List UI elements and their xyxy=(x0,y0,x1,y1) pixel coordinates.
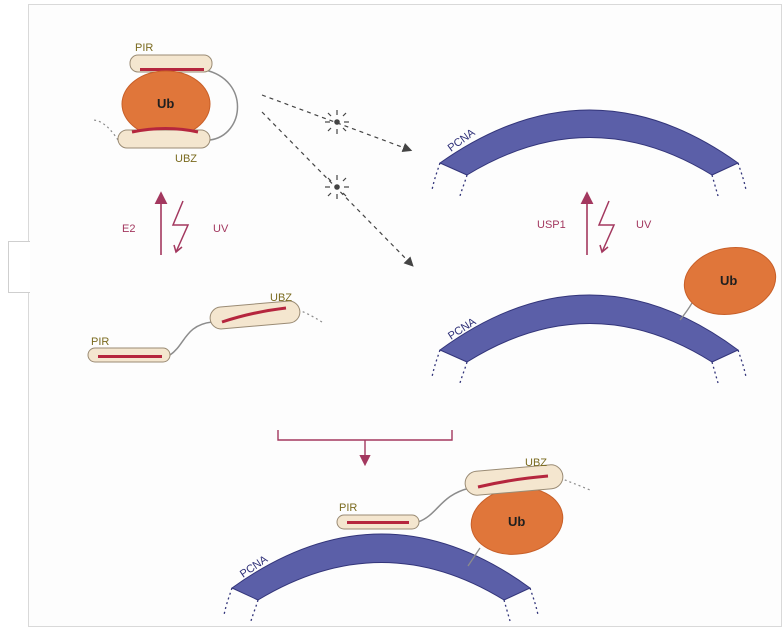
usp1-label: USP1 xyxy=(537,219,566,231)
bracket-arrow xyxy=(278,430,452,462)
e2-uv-step: E2 UV xyxy=(122,196,229,255)
ub-label-top: Ub xyxy=(157,96,174,111)
usp1-uv-step: USP1 UV xyxy=(537,196,652,255)
pir-label-left: PIR xyxy=(91,336,109,348)
pir-label-top: PIR xyxy=(135,42,153,54)
extended-polymerase: PIR UBZ xyxy=(88,292,322,362)
blocked-interaction-arrows xyxy=(262,95,412,265)
block-mark-lower xyxy=(325,175,349,199)
final-complex: Ub PIR UBZ PCNA xyxy=(224,457,590,621)
autoinhibited-complex: Ub PIR UBZ xyxy=(92,42,238,165)
ubz-label-top: UBZ xyxy=(175,153,197,165)
e2-label: E2 xyxy=(122,223,135,235)
ubz-label-left: UBZ xyxy=(270,292,292,304)
uv-label-right: UV xyxy=(636,219,652,231)
pir-label-bottom: PIR xyxy=(339,502,357,514)
pcna-ub-right: Ub PCNA xyxy=(432,241,781,383)
ubz-label-bottom: UBZ xyxy=(525,457,547,469)
pcna-top-right: PCNA xyxy=(432,110,746,196)
ubz-motif-left xyxy=(209,300,301,330)
uv-label-left: UV xyxy=(213,223,229,235)
block-mark-upper xyxy=(325,110,349,134)
ub-label-right: Ub xyxy=(720,273,737,288)
ub-label-bottom: Ub xyxy=(508,514,525,529)
